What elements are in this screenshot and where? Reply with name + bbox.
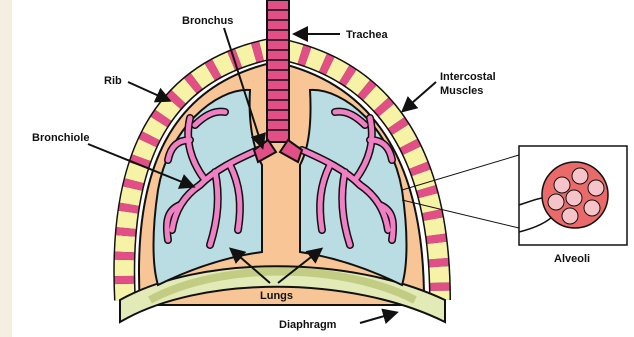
alveolus bbox=[554, 177, 570, 193]
alveoli-cluster bbox=[542, 162, 608, 228]
alveolus bbox=[572, 168, 588, 184]
bronchus-label: Bronchus bbox=[182, 15, 233, 27]
alveolus bbox=[562, 208, 578, 224]
lungs-label: Lungs bbox=[260, 290, 293, 302]
intercostal-label-line1: Intercostal bbox=[440, 71, 496, 83]
alveolus bbox=[548, 194, 564, 210]
alveoli-callout-line-bottom bbox=[402, 200, 519, 228]
bronchiole-label: Bronchiole bbox=[32, 132, 89, 144]
alveolus bbox=[566, 190, 582, 206]
alveolus bbox=[588, 180, 604, 196]
alveoli-label: Alveoli bbox=[554, 253, 590, 265]
intercostal-pointer bbox=[404, 82, 436, 110]
rib-pointer bbox=[128, 82, 168, 100]
trachea-label: Trachea bbox=[346, 29, 388, 41]
alveolus bbox=[584, 200, 600, 216]
rib-label: Rib bbox=[104, 75, 122, 87]
diaphragm-pointer bbox=[360, 313, 395, 323]
intercostal-label-line2: Muscles bbox=[440, 85, 483, 97]
diaphragm-label: Diaphragm bbox=[279, 319, 337, 331]
